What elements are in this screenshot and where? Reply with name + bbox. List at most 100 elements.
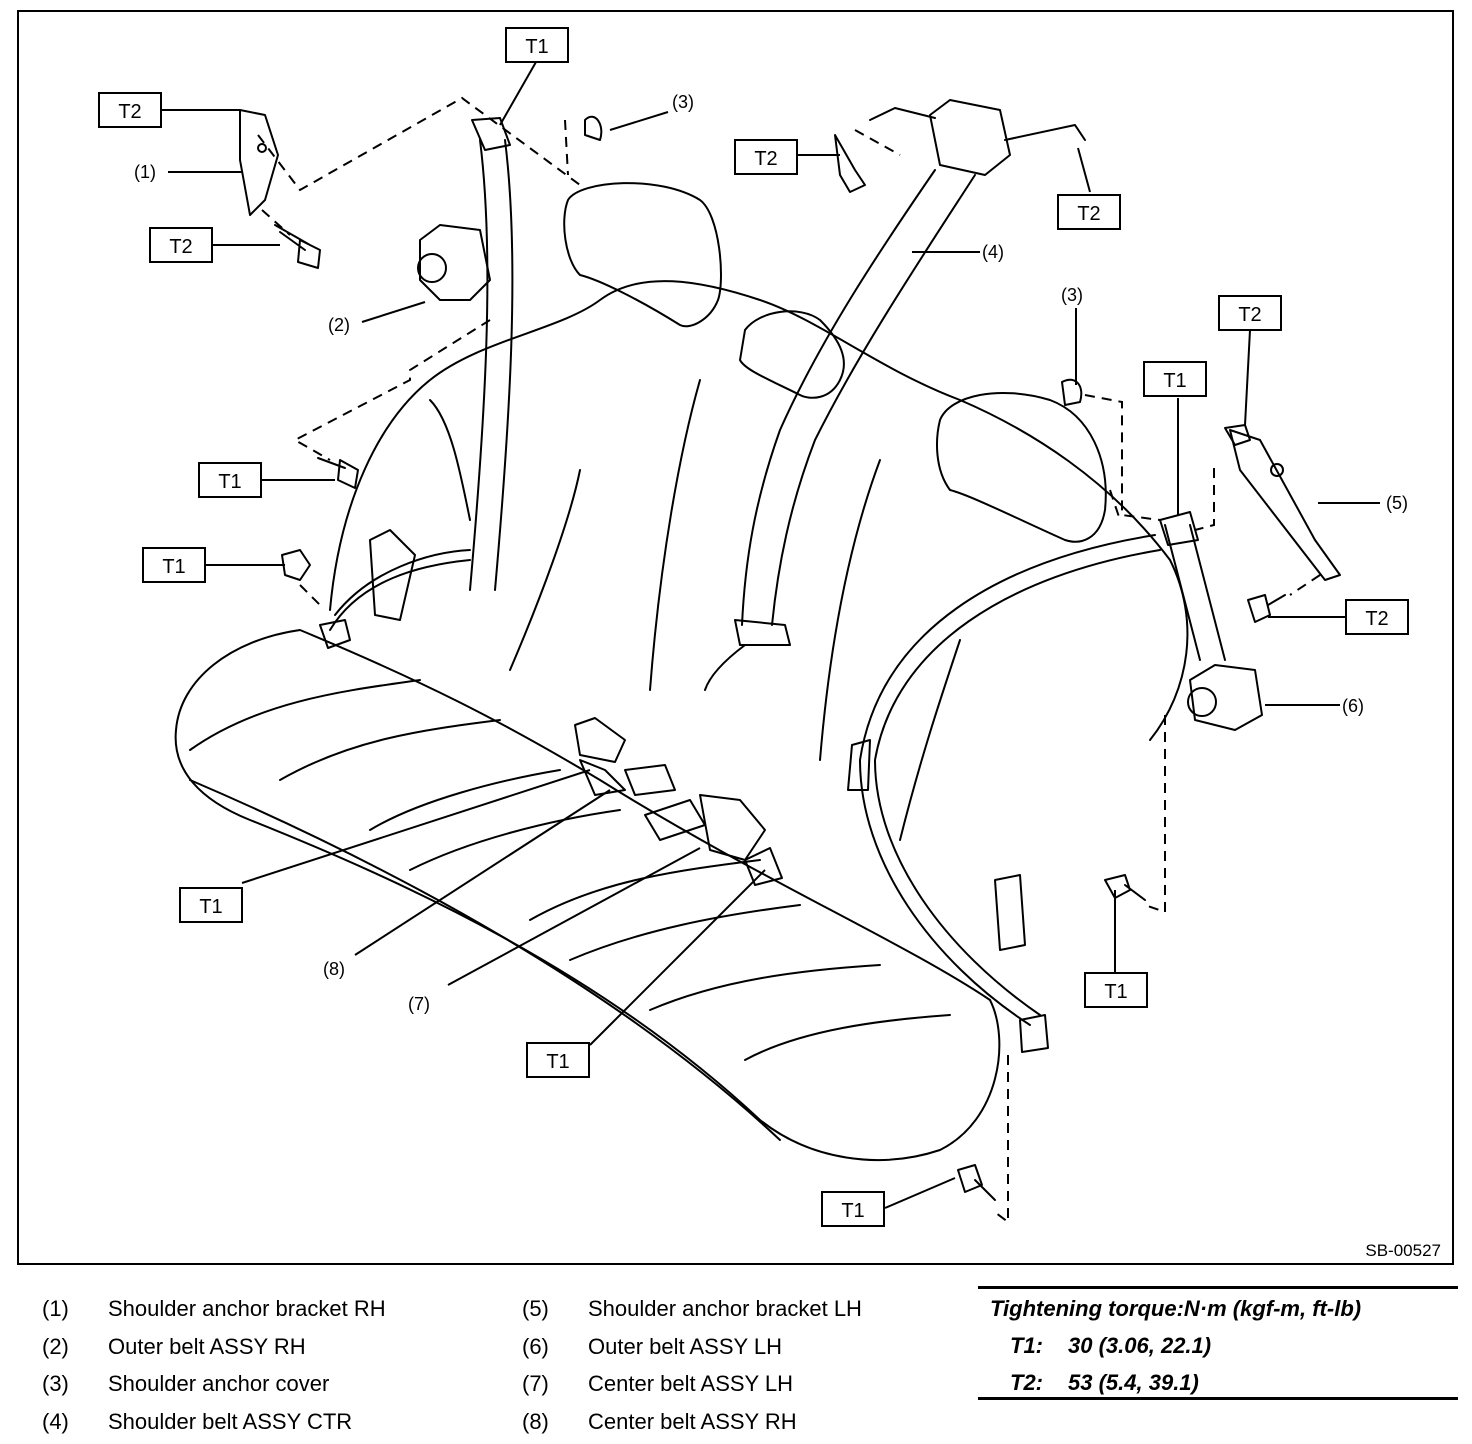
seat-pocket: [369, 529, 416, 621]
svg-text:T1: T1: [546, 1051, 569, 1073]
legend-item: (7)Center belt ASSY LH: [522, 1371, 794, 1396]
legend-item: (5)Shoulder anchor bracket LH: [522, 1296, 862, 1321]
outer-belt-lh-strap: [1164, 524, 1226, 661]
part-number-labels: (1) (2) (3) (3) (4) (5) (6) (7) (8): [134, 92, 1408, 1014]
svg-text:T2: T2: [1238, 304, 1261, 326]
callout-t2-bracket-rh-bolt: T2: [149, 227, 213, 263]
svg-text:T1: T1: [199, 896, 222, 918]
cushion-seam: [529, 859, 761, 921]
callout-t2-top-left: T2: [98, 92, 162, 128]
cushion-seam: [189, 679, 421, 751]
shoulder-belt-ctr-bracket: [869, 107, 1086, 141]
shoulder-belt-ctr-retractor: [929, 99, 1011, 176]
cushion-seam: [569, 904, 801, 961]
bolt: [1247, 594, 1286, 623]
seat-cushion: [174, 629, 1001, 1161]
svg-text:T2: T2: [754, 148, 777, 170]
callout-t1-top-center: T1: [505, 27, 569, 63]
callout-t2-bracket-lh: T2: [1218, 295, 1282, 331]
shoulder-anchor-cover: [1061, 378, 1083, 406]
diagram-frame: [17, 10, 1454, 1265]
torque-spec-box: Tightening torque:N·m (kgf-m, ft-lb) T1:…: [978, 1286, 1458, 1400]
seat-back-seam: [429, 399, 471, 521]
callout-t1-center-rh: T1: [179, 887, 243, 923]
cushion-seam: [744, 1014, 951, 1061]
retractor-spool: [417, 253, 447, 283]
retractor-spool: [1187, 687, 1217, 717]
figure-code: SB-00527: [1365, 1241, 1441, 1260]
legend-right: (5)Shoulder anchor bracket LH (6)Outer b…: [522, 1290, 862, 1440]
svg-text:T1: T1: [841, 1200, 864, 1222]
bolt: [957, 1164, 996, 1201]
bolt: [1104, 874, 1146, 901]
belt-tongue: [847, 739, 871, 791]
svg-text:T2: T2: [118, 101, 141, 123]
callout-t2-bracket-lh-bolt: T2: [1345, 599, 1409, 635]
callout-t2-ctr-right: T2: [1057, 194, 1121, 230]
label-3-right: (3): [1061, 285, 1083, 305]
label-3-top: (3): [672, 92, 694, 112]
outer-belt-rh-retractor: [419, 224, 491, 301]
legend-item: (2)Outer belt ASSY RH: [42, 1333, 306, 1359]
bracket-hole: [1270, 463, 1284, 477]
callout-t1-center-lh: T1: [526, 1042, 590, 1078]
callout-t2-ctr-left: T2: [734, 139, 798, 175]
callout-boxes: T1 T2 T2 T2 T2 T2 T1 T1: [98, 27, 1409, 1227]
cushion-seam: [369, 769, 561, 831]
callout-t1-bottom: T1: [821, 1191, 885, 1227]
center-belt-rh: [574, 717, 676, 796]
svg-text:T2: T2: [1077, 203, 1100, 225]
shoulder-belt-ctr-strap: [741, 169, 976, 626]
seat-pocket: [994, 874, 1026, 951]
bolt: [317, 457, 359, 489]
bolt: [834, 134, 866, 193]
seat-back-seam: [819, 459, 881, 761]
bolt: [281, 549, 311, 581]
legend-item: (8)Center belt ASSY RH: [522, 1408, 797, 1434]
legend-item: (1)Shoulder anchor bracket RH: [42, 1296, 386, 1321]
seat-back-seam: [649, 379, 701, 691]
callout-t1-lh-shoulder: T1: [1143, 361, 1207, 397]
outer-belt-lh-diagonal: [859, 534, 1161, 1026]
svg-text:T2: T2: [1365, 608, 1388, 630]
legend-item: (4)Shoulder belt ASSY CTR: [42, 1408, 353, 1434]
outer-belt-rh-strap: [469, 139, 514, 591]
svg-text:T1: T1: [525, 36, 548, 58]
shoulder-anchor-bracket-rh: [239, 109, 279, 216]
shoulder-belt-ctr-tongue: [704, 619, 791, 691]
belt-anchor: [471, 117, 511, 151]
label-8: (8): [323, 959, 345, 979]
label-7: (7): [408, 994, 430, 1014]
shoulder-anchor-bracket-lh: [1229, 429, 1341, 581]
cushion-seam: [409, 809, 621, 871]
bracket-hole: [257, 143, 267, 153]
label-5: (5): [1386, 493, 1408, 513]
callout-t1-lh-lower: T1: [1084, 972, 1148, 1008]
svg-text:T1: T1: [1163, 370, 1186, 392]
seat-back: [329, 280, 1189, 741]
center-belt-lh: [644, 794, 783, 886]
legend-item: (3)Shoulder anchor cover: [42, 1371, 330, 1396]
legend-item: (6)Outer belt ASSY LH: [522, 1333, 783, 1359]
outer-belt-lh-retractor: [1189, 664, 1263, 731]
torque-row-t2: T2:53 (5.4, 39.1): [1010, 1370, 1199, 1395]
torque-title: Tightening torque:N·m (kgf-m, ft-lb): [990, 1296, 1362, 1321]
svg-text:T2: T2: [169, 236, 192, 258]
bolt: [274, 224, 321, 269]
seat-back-seam: [899, 639, 961, 841]
left-headrest: [563, 182, 722, 328]
cushion-front: [189, 779, 781, 1141]
torque-row-t1: T1:30 (3.06, 22.1): [1010, 1333, 1212, 1358]
center-headrest: [739, 310, 845, 399]
label-2: (2): [328, 315, 350, 335]
legend-left: (1)Shoulder anchor bracket RH (2)Outer b…: [42, 1290, 386, 1440]
outer-belt-rh-lap: [329, 549, 471, 631]
label-4: (4): [982, 242, 1004, 262]
seat-belt-diagram: T1 T2 T2 T2 T2 T2 T1 T1: [17, 10, 1454, 1265]
cushion-seam: [279, 719, 501, 781]
seat-back-seam: [509, 469, 581, 671]
belt-anchor: [319, 619, 351, 649]
callout-t1-rh-anchor: T1: [142, 547, 206, 583]
cushion-seam: [649, 964, 881, 1011]
belt-anchor: [1019, 1014, 1049, 1053]
